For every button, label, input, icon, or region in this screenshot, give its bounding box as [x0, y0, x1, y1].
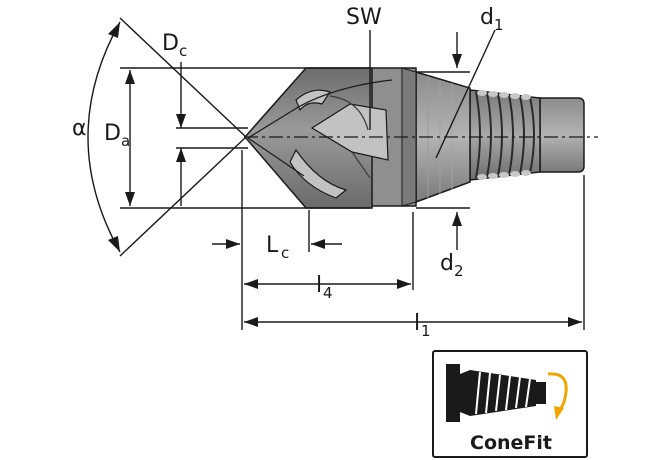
label-d2: d 2: [440, 251, 464, 280]
label-sw-text: SW: [346, 5, 382, 30]
dimension-lines: [87, 17, 585, 330]
label-lc-main: L: [266, 233, 279, 258]
label-dc: D c: [162, 31, 187, 60]
label-lc: L c: [266, 233, 289, 262]
label-l4-main: l: [316, 273, 322, 298]
label-dc-sub: c: [179, 42, 187, 60]
arrowheads: [108, 22, 582, 327]
conefit-badge: ConeFit: [432, 350, 588, 458]
label-da-sub: a: [121, 132, 130, 150]
label-d1-main: d: [480, 5, 494, 30]
label-sw: SW: [346, 5, 382, 30]
label-lc-sub: c: [281, 244, 289, 262]
label-l1-main: l: [414, 311, 420, 336]
label-dc-main: D: [162, 31, 179, 56]
conefit-badge-label: ConeFit: [470, 432, 552, 454]
label-d2-sub: 2: [454, 262, 464, 280]
label-l1: l 1: [414, 311, 431, 340]
label-d2-main: d: [440, 251, 454, 276]
label-da: D a: [104, 121, 130, 150]
label-l4-sub: 4: [323, 284, 333, 302]
tool-body: [244, 67, 585, 209]
conefit-rotation-arrow-icon: [547, 372, 568, 420]
thread-crests: [477, 90, 531, 180]
conefit-thread-icon: [446, 364, 546, 422]
label-d1: d 1: [480, 5, 504, 34]
thread-ridges: [475, 91, 535, 179]
label-l4: l 4: [316, 273, 333, 302]
label-alpha: α: [72, 116, 87, 141]
label-l1-sub: 1: [421, 322, 431, 340]
label-da-main: D: [104, 121, 121, 146]
label-alpha-text: α: [72, 116, 87, 141]
shank-end: [539, 97, 585, 173]
label-d1-sub: 1: [494, 16, 504, 34]
